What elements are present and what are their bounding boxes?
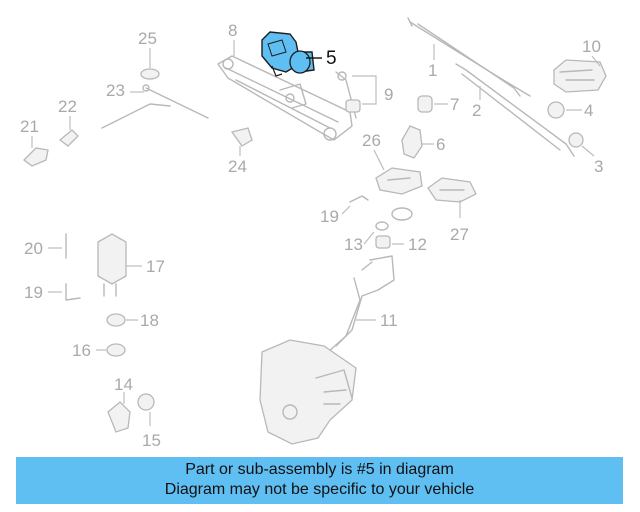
- leader-26: [373, 149, 385, 171]
- part-8-wiper-linkage: [217, 55, 353, 141]
- label-27: 27: [450, 225, 469, 244]
- label-4: 4: [584, 101, 593, 120]
- part-14-sensor: [107, 401, 131, 433]
- part-23-rod: [101, 84, 209, 129]
- label-11: 11: [380, 311, 398, 330]
- part-19-connector-upper: [349, 195, 369, 203]
- label-19-lower: 19: [24, 283, 43, 302]
- label-9: 9: [384, 85, 393, 104]
- label-7: 7: [450, 95, 459, 114]
- label-2: 2: [472, 101, 481, 120]
- part-17-washer-pump: [97, 233, 127, 297]
- label-14: 14: [114, 375, 133, 394]
- part-3-cap: [568, 132, 584, 148]
- label-18: 18: [140, 311, 159, 330]
- label-5: 5: [326, 48, 337, 69]
- parts-diagram: 8 5 1 2 10 4 3 7 9 6 25 23 22 21 24 26 2…: [20, 17, 607, 450]
- part-1-wiper-blade: [407, 17, 531, 97]
- label-16: 16: [72, 341, 91, 360]
- label-3: 3: [594, 157, 603, 176]
- label-13: 13: [344, 235, 363, 254]
- label-15: 15: [142, 431, 161, 450]
- leader-3: [581, 145, 595, 157]
- part-5-wiper-motor: [261, 31, 315, 77]
- leader-9: [352, 75, 377, 105]
- label-12: 12: [408, 235, 427, 254]
- leader-13: [363, 231, 375, 245]
- part-19-connector-lower: [65, 283, 81, 301]
- label-22: 22: [58, 97, 77, 116]
- label-21: 21: [20, 117, 39, 136]
- label-23: 23: [106, 81, 125, 100]
- leader-19-upper: [341, 205, 351, 215]
- label-8: 8: [228, 21, 237, 40]
- label-6: 6: [436, 135, 445, 154]
- part-25-cap: [140, 68, 160, 80]
- label-10: 10: [582, 37, 601, 56]
- label-1: 1: [428, 61, 437, 80]
- part-7-grommet: [417, 95, 433, 113]
- label-26: 26: [362, 131, 381, 150]
- part-22-nozzle: [58, 129, 79, 147]
- part-15-seal: [137, 393, 155, 411]
- part-2-wiper-arm: [455, 63, 575, 157]
- banner-line-2: Diagram may not be specific to your vehi…: [164, 481, 475, 498]
- part-16-grommet: [106, 343, 126, 357]
- label-25: 25: [138, 29, 157, 48]
- label-20: 20: [24, 239, 43, 258]
- part-4-nut: [547, 101, 565, 119]
- label-17: 17: [146, 257, 165, 276]
- banner-line-1: Part or sub-assembly is #5 in diagram: [185, 461, 454, 478]
- part-21-jet: [23, 147, 49, 167]
- info-banner: Part or sub-assembly is #5 in diagram Di…: [16, 457, 623, 504]
- part-18-grommet: [106, 313, 126, 327]
- part-11-washer-reservoir: [259, 255, 395, 445]
- part-27-washer-jet: [427, 177, 477, 203]
- part-24-clip: [230, 127, 253, 147]
- part-6-bracket: [401, 125, 423, 159]
- leader-10: [591, 55, 601, 67]
- part-26-washer-jet: [375, 167, 423, 195]
- part-12-cap: [375, 235, 391, 249]
- part-10-cover: [553, 59, 607, 93]
- label-19-upper: 19: [320, 207, 339, 226]
- part-9-bolt: [335, 71, 361, 119]
- part-13-seal: [375, 207, 413, 231]
- label-24: 24: [228, 157, 247, 176]
